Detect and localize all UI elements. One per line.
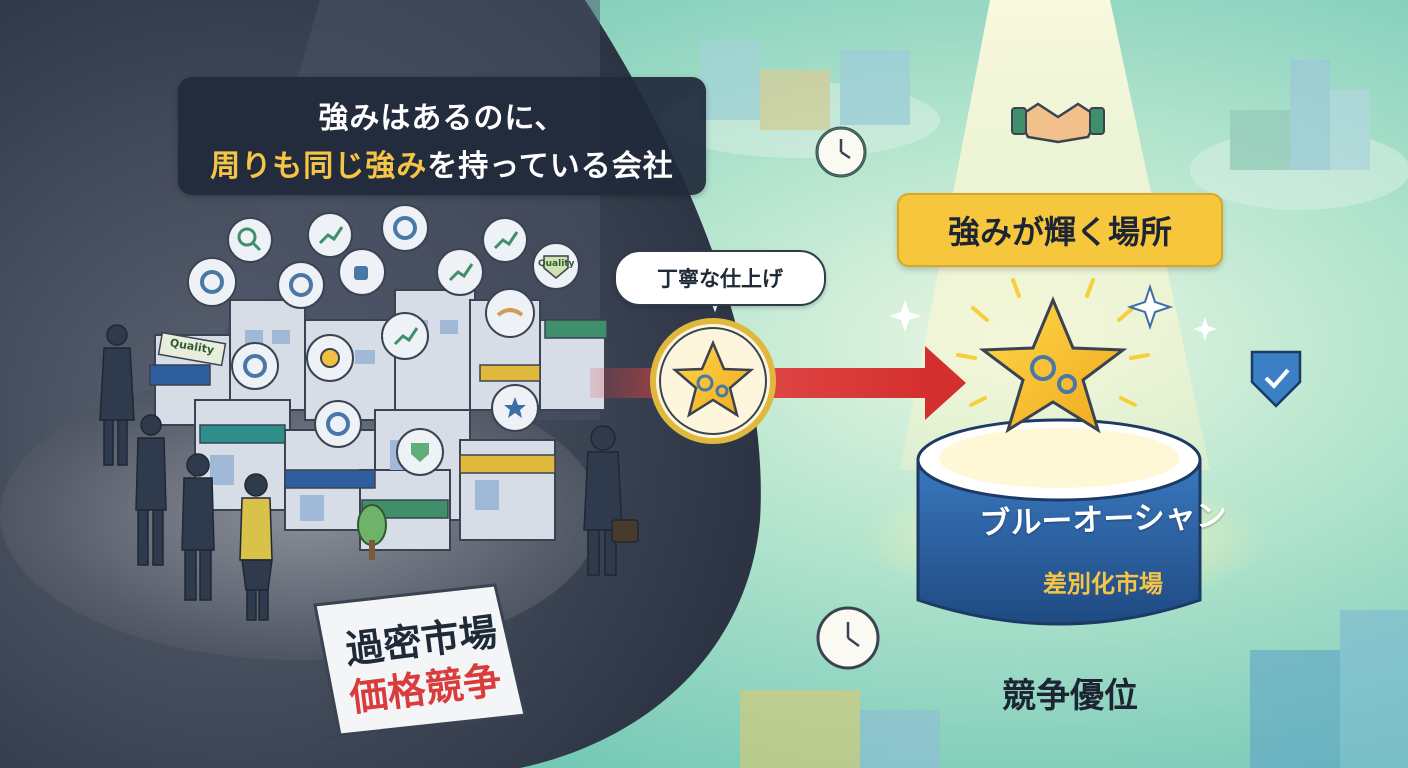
shining-place-banner: 強みが輝く場所 bbox=[897, 193, 1223, 267]
sparkle-icon bbox=[889, 283, 1217, 341]
headline-rest: を持っている会社 bbox=[427, 149, 674, 184]
handshake-icon bbox=[1011, 102, 1105, 144]
star-icon bbox=[491, 384, 539, 432]
glowing-star bbox=[956, 278, 1150, 434]
gear-icon bbox=[306, 334, 354, 382]
headline-line2: 周りも同じ強みを持っている会社 bbox=[178, 141, 706, 185]
strength-speech-bubble: 丁寧な仕上げ bbox=[614, 250, 826, 306]
growth-arrow-icon bbox=[307, 212, 353, 258]
gear-icon bbox=[187, 257, 237, 307]
handshake-icon bbox=[485, 288, 535, 338]
icon-bubbles bbox=[187, 204, 580, 476]
clock-icon bbox=[816, 606, 880, 670]
magnifier-icon bbox=[227, 217, 273, 263]
competitive-advantage-label: 競争優位 bbox=[1002, 676, 1138, 716]
star-medallion bbox=[650, 318, 776, 444]
blue-ocean-pedestal bbox=[916, 418, 1202, 626]
market-sign bbox=[313, 583, 527, 742]
tree-icon bbox=[357, 504, 387, 560]
shield-check-icon bbox=[1250, 350, 1302, 408]
gear-icon bbox=[231, 342, 279, 390]
shield-check-icon bbox=[532, 242, 580, 290]
quality-badge: Quality bbox=[538, 259, 575, 269]
growth-arrow-icon bbox=[381, 312, 429, 360]
shield-check-icon bbox=[396, 428, 444, 476]
thumbs-up-icon bbox=[338, 248, 386, 296]
growth-arrow-icon bbox=[436, 248, 484, 296]
growth-arrow-icon bbox=[482, 217, 528, 263]
gear-icon bbox=[277, 261, 325, 309]
pedestal-subtitle: 差別化市場 bbox=[1043, 570, 1163, 598]
gear-icon bbox=[314, 400, 362, 448]
headline-line1: 強みはあるのに、 bbox=[318, 101, 566, 136]
background-city bbox=[660, 40, 1408, 768]
clock-icon bbox=[815, 126, 867, 178]
gear-icon bbox=[381, 204, 429, 252]
business-people bbox=[99, 324, 639, 621]
headline-highlight: 周りも同じ強み bbox=[210, 149, 428, 184]
headline-box: 強みはあるのに、 周りも同じ強みを持っている会社 bbox=[178, 77, 706, 195]
